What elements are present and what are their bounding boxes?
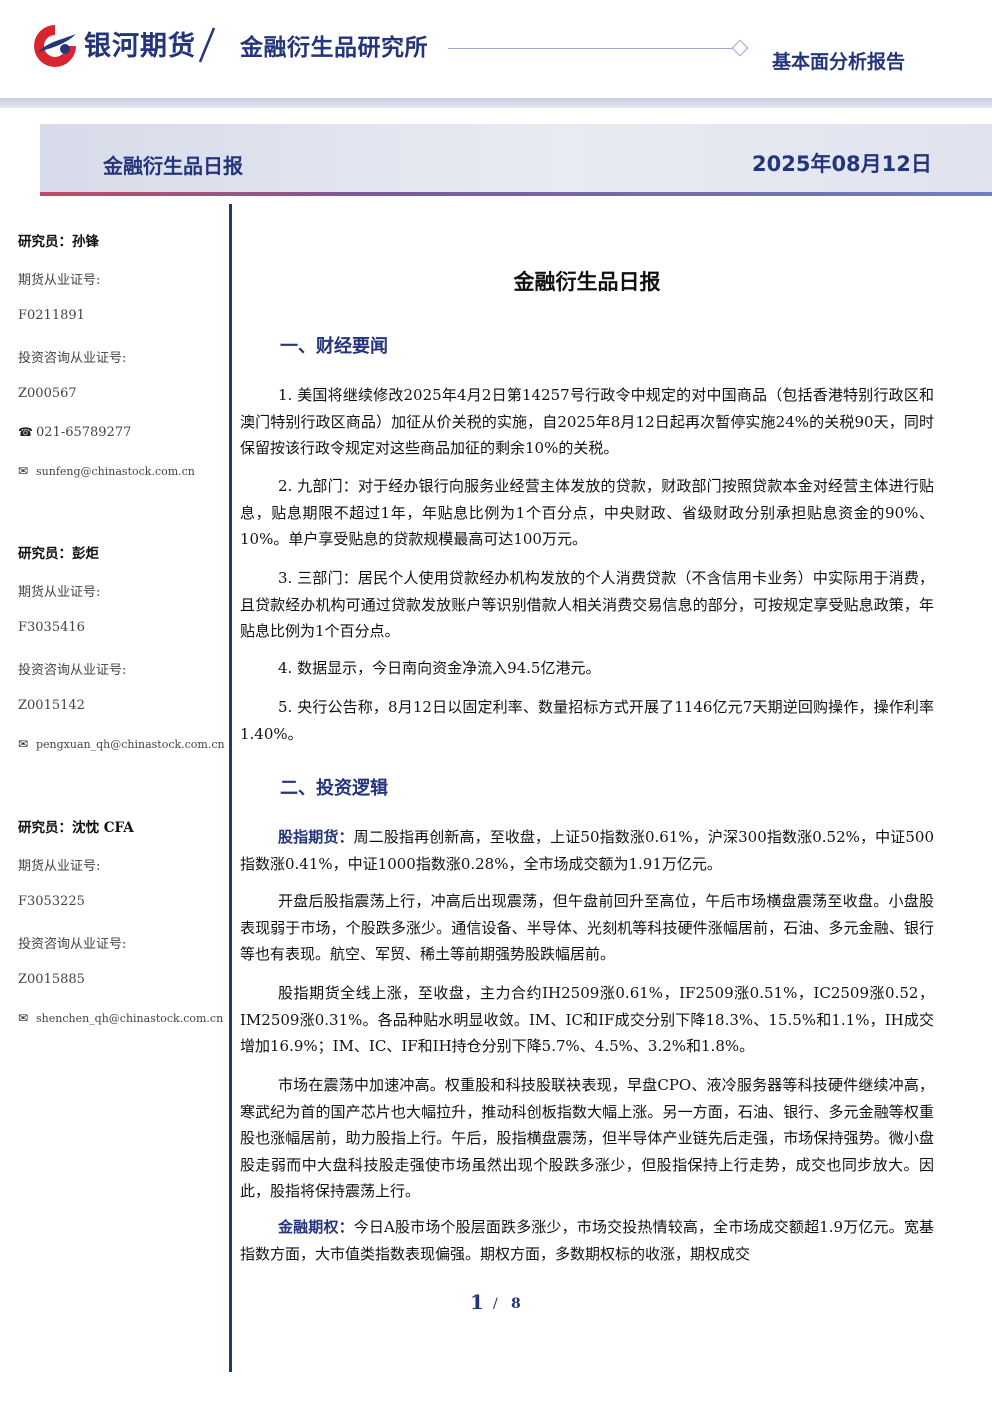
section-heading: 二、投资逻辑	[280, 778, 388, 799]
page-total: 8	[511, 1296, 521, 1312]
analyst-name: 研究员：彭炬	[18, 546, 99, 562]
analyst-email-row: ✉ pengxuan_qh@chinastock.com.cn	[18, 737, 225, 752]
diamond-icon	[731, 39, 749, 57]
analyst-consult-label: 投资咨询从业证号:	[18, 937, 127, 952]
analyst-license: F0211891	[18, 308, 85, 323]
analyst-consult: Z0015885	[18, 972, 85, 987]
title-banner-accent	[40, 192, 992, 196]
analyst-consult-label: 投资咨询从业证号:	[18, 351, 127, 366]
brand-name: 银河期货	[84, 31, 196, 62]
analyst-phone-row: ☎021-65789277	[18, 425, 131, 440]
analyst-phone: 021-65789277	[36, 425, 132, 440]
analyst-email-row: ✉ shenchen_qh@chinastock.com.cn	[18, 1011, 223, 1026]
news-item: 3. 三部门：居民个人使用贷款经办机构发放的个人消费贷款（不含信用卡业务）中实际…	[240, 569, 934, 640]
analyst-email[interactable]: sunfeng@chinastock.com.cn	[36, 465, 195, 478]
logic-paragraph: 金融期权：今日A股市场个股层面跌多涨少，市场交投热情较高，全市场成交额超1.9万…	[240, 1214, 934, 1267]
mail-icon: ✉	[18, 1011, 29, 1025]
phone-icon: ☎	[18, 425, 33, 439]
document-title: 金融衍生品日报	[513, 270, 661, 294]
news-item: 1. 美国将继续修改2025年4月2日第14257号行政令中规定的对中国商品（包…	[240, 386, 934, 457]
news-item: 2. 九部门：对于经办银行向服务业经营主体发放的贷款，财政部门按照贷款本金对经营…	[240, 477, 934, 548]
paragraph-lead: 金融期权：	[278, 1218, 354, 1236]
analyst-consult: Z0015142	[18, 698, 85, 713]
analyst-consult: Z000567	[18, 386, 77, 401]
report-type: 基本面分析报告	[772, 51, 906, 73]
logic-paragraph: 股指期货：周二股指再创新高，至收盘，上证50指数涨0.61%，沪深300指数涨0…	[240, 824, 934, 877]
analyst-license-label: 期货从业证号:	[18, 585, 101, 600]
analyst-license-label: 期货从业证号:	[18, 273, 101, 288]
galaxy-futures-logo-icon	[34, 25, 76, 67]
banner-date: 2025年08月12日	[752, 152, 932, 176]
mail-icon: ✉	[18, 464, 29, 478]
brand-separator	[198, 27, 216, 63]
analyst-license-label: 期货从业证号:	[18, 859, 101, 874]
analyst-email[interactable]: pengxuan_qh@chinastock.com.cn	[36, 738, 225, 751]
analyst-license: F3035416	[18, 620, 85, 635]
section-heading: 一、财经要闻	[280, 336, 388, 357]
page-number: 1	[470, 1290, 484, 1314]
paragraph-text: 今日A股市场个股层面跌多涨少，市场交投热情较高，全市场成交额超1.9万亿元。宽基…	[240, 1218, 934, 1263]
analyst-email[interactable]: shenchen_qh@chinastock.com.cn	[36, 1012, 224, 1025]
paragraph-text: 周二股指再创新高，至收盘，上证50指数涨0.61%，沪深300指数涨0.52%，…	[240, 828, 934, 873]
logic-paragraph: 市场在震荡中加速冲高。权重股和科技股联袂表现，早盘CPO、液冷服务器等科技硬件继…	[240, 1076, 934, 1200]
sidebar-divider	[229, 204, 232, 1372]
analyst-email-row: ✉ sunfeng@chinastock.com.cn	[18, 464, 195, 479]
analyst-name: 研究员：孙锋	[18, 234, 99, 250]
logic-paragraph: 股指期货全线上涨，至收盘，主力合约IH2509涨0.61%，IF2509涨0.5…	[240, 984, 934, 1055]
title-banner	[40, 124, 992, 196]
news-item: 5. 央行公告称，8月12日以固定利率、数量招标方式开展了1146亿元7天期逆回…	[240, 698, 934, 743]
logic-paragraph: 开盘后股指震荡上行，冲高后出现震荡，但午盘前回升至高位，午后市场横盘震荡至收盘。…	[240, 892, 934, 963]
analyst-license: F3053225	[18, 894, 85, 909]
page-header: 银河期货 金融衍生品研究所 基本面分析报告	[0, 0, 992, 96]
mail-icon: ✉	[18, 737, 29, 751]
banner-title: 金融衍生品日报	[103, 154, 243, 178]
news-item: 4. 数据显示，今日南向资金净流入94.5亿港元。	[278, 659, 601, 677]
analyst-name: 研究员：沈忱 CFA	[18, 820, 134, 836]
header-rule	[448, 48, 732, 49]
institute-name: 金融衍生品研究所	[240, 35, 428, 61]
analyst-consult-label: 投资咨询从业证号:	[18, 663, 127, 678]
paragraph-lead: 股指期货：	[278, 828, 354, 846]
header-band	[0, 98, 992, 108]
page-separator: /	[493, 1296, 498, 1312]
